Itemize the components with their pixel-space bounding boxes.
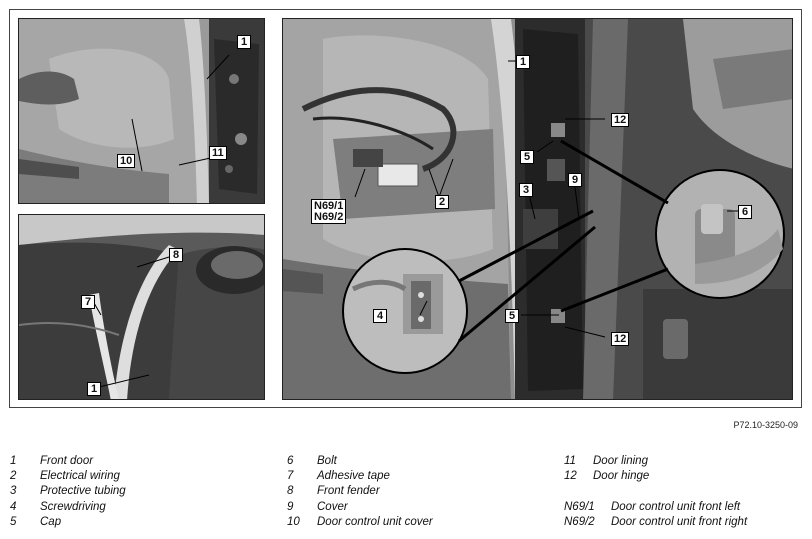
- legend-item: 8 Front fender: [287, 485, 433, 500]
- legend-label: Front fender: [317, 485, 380, 498]
- legend-label: Cover: [317, 500, 348, 513]
- callout-1-door: 1: [516, 55, 530, 69]
- legend-label: Door control unit cover: [317, 515, 433, 528]
- callout-12-upper: 12: [611, 113, 630, 127]
- legend-item: 1 Front door: [10, 455, 126, 470]
- legend-number: N69/1: [564, 500, 595, 513]
- legend-number: 5: [10, 515, 17, 528]
- legend-item: 5 Cap: [10, 516, 126, 531]
- callout-4: 4: [373, 309, 387, 323]
- callout-2: 2: [435, 195, 449, 209]
- callout-3: 3: [519, 183, 533, 197]
- callout-5-upper: 5: [520, 150, 534, 164]
- legend-number: 11: [564, 455, 576, 467]
- callout-5-lower: 5: [505, 309, 519, 323]
- photo-front-fender: 8 7 1: [18, 214, 265, 400]
- legend-item: 9 Cover: [287, 501, 433, 516]
- legend-number: N69/2: [564, 515, 595, 528]
- legend-column-2: 6 Bolt 7 Adhesive tape 8 Front fender 9 Cove…: [287, 455, 433, 531]
- legend-number: 4: [10, 500, 17, 513]
- legend-column-1: 1 Front door 2 Electrical wiring 3 Protecti…: [10, 455, 126, 531]
- legend-label: Screwdriving: [40, 500, 106, 513]
- callout-9: 9: [568, 173, 582, 187]
- legend-label: Electrical wiring: [40, 470, 120, 483]
- legend-number: 12: [564, 470, 577, 483]
- callout-1-fender: 1: [87, 382, 101, 396]
- legend-number: 6: [287, 455, 294, 467]
- legend-number: 3: [10, 485, 17, 498]
- photo-door-control-unit-art: [283, 19, 792, 399]
- legend-item: 7 Adhesive tape: [287, 470, 433, 485]
- callout-12-lower: 12: [611, 332, 630, 346]
- legend-item: 3 Protective tubing: [10, 485, 126, 500]
- legend-item: 6 Bolt: [287, 455, 433, 470]
- legend-item: 11 Door lining: [564, 455, 747, 470]
- callout-7: 7: [81, 295, 95, 309]
- legend-item: N69/1 Door control unit front left: [564, 501, 747, 516]
- legend-label: Bolt: [317, 455, 337, 467]
- callout-8: 8: [169, 248, 183, 262]
- legend-number: 10: [287, 515, 300, 528]
- legend-number: 8: [287, 485, 294, 498]
- photo-front-fender-art: [19, 215, 264, 399]
- callout-n69-2: N69/2: [311, 211, 347, 224]
- legend-label: Door control unit front left: [611, 500, 741, 513]
- legend-number: 7: [287, 470, 294, 483]
- legend-label: Adhesive tape: [317, 470, 390, 483]
- legend-label: Door control unit front right: [611, 515, 748, 528]
- photo-door-lining: 1 10 11: [18, 18, 265, 204]
- legend: 1 Front door 2 Electrical wiring 3 Protecti…: [0, 455, 812, 535]
- legend-label: Front door: [40, 455, 94, 467]
- legend-item: 12 Door hinge: [564, 470, 747, 485]
- callout-n69-1: N69/1: [311, 199, 347, 212]
- legend-number: 1: [10, 455, 17, 467]
- legend-item: [564, 485, 747, 500]
- callout-10: 10: [117, 154, 136, 168]
- photo-door-control-unit: 1 12 5 3 9 N69/1 N69/2 2 6 4 5 12: [282, 18, 793, 400]
- legend-item: N69/2 Door control unit front right: [564, 516, 747, 531]
- legend-label: Protective tubing: [40, 485, 126, 498]
- callout-11: 11: [209, 146, 227, 160]
- callout-1: 1: [237, 35, 251, 49]
- legend-number: 9: [287, 500, 294, 513]
- legend-item: 10 Door control unit cover: [287, 516, 433, 531]
- photo-door-lining-art: [19, 19, 264, 203]
- legend-item: 2 Electrical wiring: [10, 470, 126, 485]
- legend-number: 2: [10, 470, 17, 483]
- legend-item: 4 Screwdriving: [10, 501, 126, 516]
- legend-label: Door lining: [593, 455, 648, 467]
- callout-6: 6: [738, 205, 752, 219]
- legend-label: Cap: [40, 515, 62, 528]
- figure-code: P72.10-3250-09: [733, 420, 798, 430]
- legend-label: Door hinge: [593, 470, 650, 483]
